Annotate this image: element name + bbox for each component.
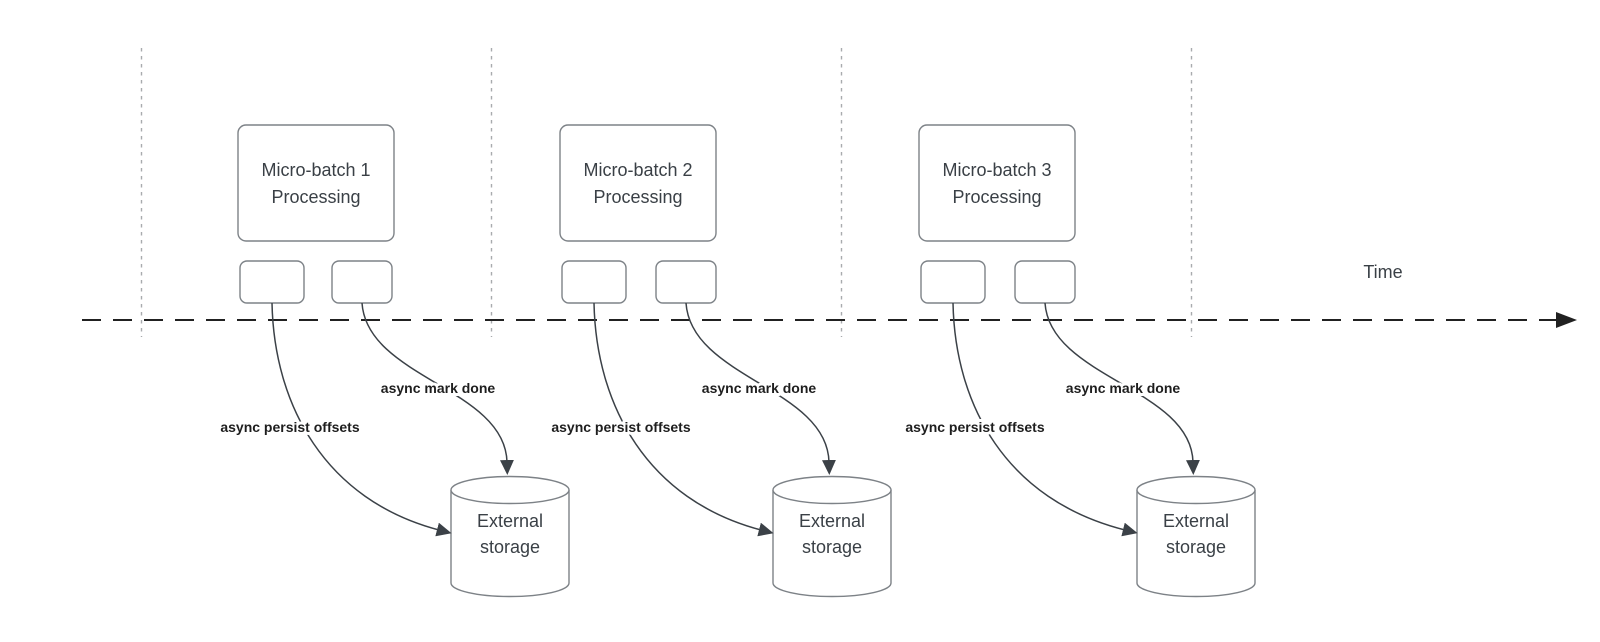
external-storage-cylinder-1 [450, 475, 570, 598]
time-axis-label: Time [1363, 262, 1402, 282]
persist-offsets-label-2: async persist offsets [551, 419, 690, 435]
processing-box-title-line1: Micro-batch 3 [942, 160, 1051, 180]
persist-offsets-task-box-1 [239, 260, 305, 304]
mark-done-arrow-2 [685, 302, 836, 475]
external-storage-cylinder-3 [1136, 475, 1256, 598]
cylinder-body [450, 490, 570, 598]
storage-label-line2: storage [802, 537, 862, 557]
persist-offsets-task-box-3 [920, 260, 986, 304]
processing-box-title-line1: Micro-batch 1 [261, 160, 370, 180]
processing-box-title-line1: Micro-batch 2 [583, 160, 692, 180]
cylinder-top [772, 475, 892, 505]
persist-offsets-label-1: async persist offsets [220, 419, 359, 435]
mark-done-label-2: async mark done [702, 380, 817, 396]
persist-offsets-arrow-3 [952, 302, 1138, 537]
processing-box-title-line2: Processing [593, 187, 682, 207]
cylinder-body [772, 490, 892, 598]
cylinder-top [1136, 475, 1256, 505]
persist-offsets-task-box-2 [561, 260, 627, 304]
mark-done-task-box-3 [1014, 260, 1076, 304]
storage-label-line1: External [477, 511, 543, 531]
storage-label-line1: External [1163, 511, 1229, 531]
storage-label-line2: storage [1166, 537, 1226, 557]
persist-offsets-arrow-1 [271, 302, 452, 537]
persist-offsets-arrow-2 [593, 302, 774, 537]
persist-offsets-label-3: async persist offsets [905, 419, 1044, 435]
storage-label-line2: storage [480, 537, 540, 557]
external-storage-cylinder-2 [772, 475, 892, 598]
cylinder-body [1136, 490, 1256, 598]
processing-box-title-line2: Processing [952, 187, 1041, 207]
processing-box-1 [237, 124, 395, 242]
storage-label-line1: External [799, 511, 865, 531]
mark-done-task-box-2 [655, 260, 717, 304]
cylinder-top [450, 475, 570, 505]
processing-box-2 [559, 124, 717, 242]
processing-box-title-line2: Processing [271, 187, 360, 207]
mark-done-label-1: async mark done [381, 380, 496, 396]
mark-done-arrow-3 [1044, 302, 1200, 475]
processing-box-3 [918, 124, 1076, 242]
mark-done-task-box-1 [331, 260, 393, 304]
mark-done-arrow-1 [361, 302, 514, 475]
mark-done-label-3: async mark done [1066, 380, 1181, 396]
